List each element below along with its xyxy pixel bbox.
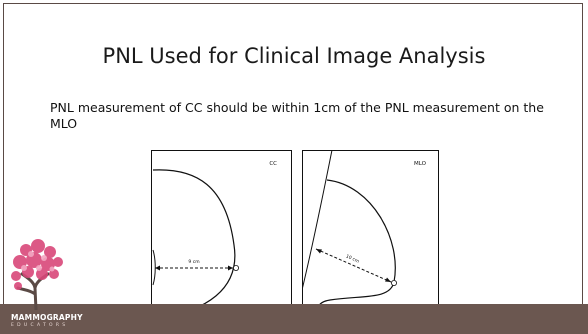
footer-band [0, 304, 588, 334]
mlo-diagram-svg: 10 cm MLO [302, 150, 439, 323]
cc-diagram: 9 cm CC [151, 150, 292, 323]
slide-body-text: PNL measurement of CC should be within 1… [50, 100, 550, 132]
cc-nipple [233, 265, 238, 270]
mlo-nipple [391, 280, 396, 285]
slide-title: PNL Used for Clinical Image Analysis [0, 44, 588, 68]
cc-diagram-svg: 9 cm CC [151, 150, 292, 323]
logo-subtitle: EDUCATORS [11, 323, 68, 328]
cc-view-label: CC [269, 161, 277, 167]
logo-wordmark: MAMMOGRAPHY [11, 313, 83, 322]
mlo-diagram: 10 cm MLO [302, 150, 439, 323]
cc-frame [152, 151, 292, 323]
cc-measurement-label: 9 cm [188, 259, 199, 265]
mlo-view-label: MLO [414, 161, 427, 167]
mlo-frame [303, 151, 439, 323]
blossom-tree-logo-icon [6, 238, 66, 310]
